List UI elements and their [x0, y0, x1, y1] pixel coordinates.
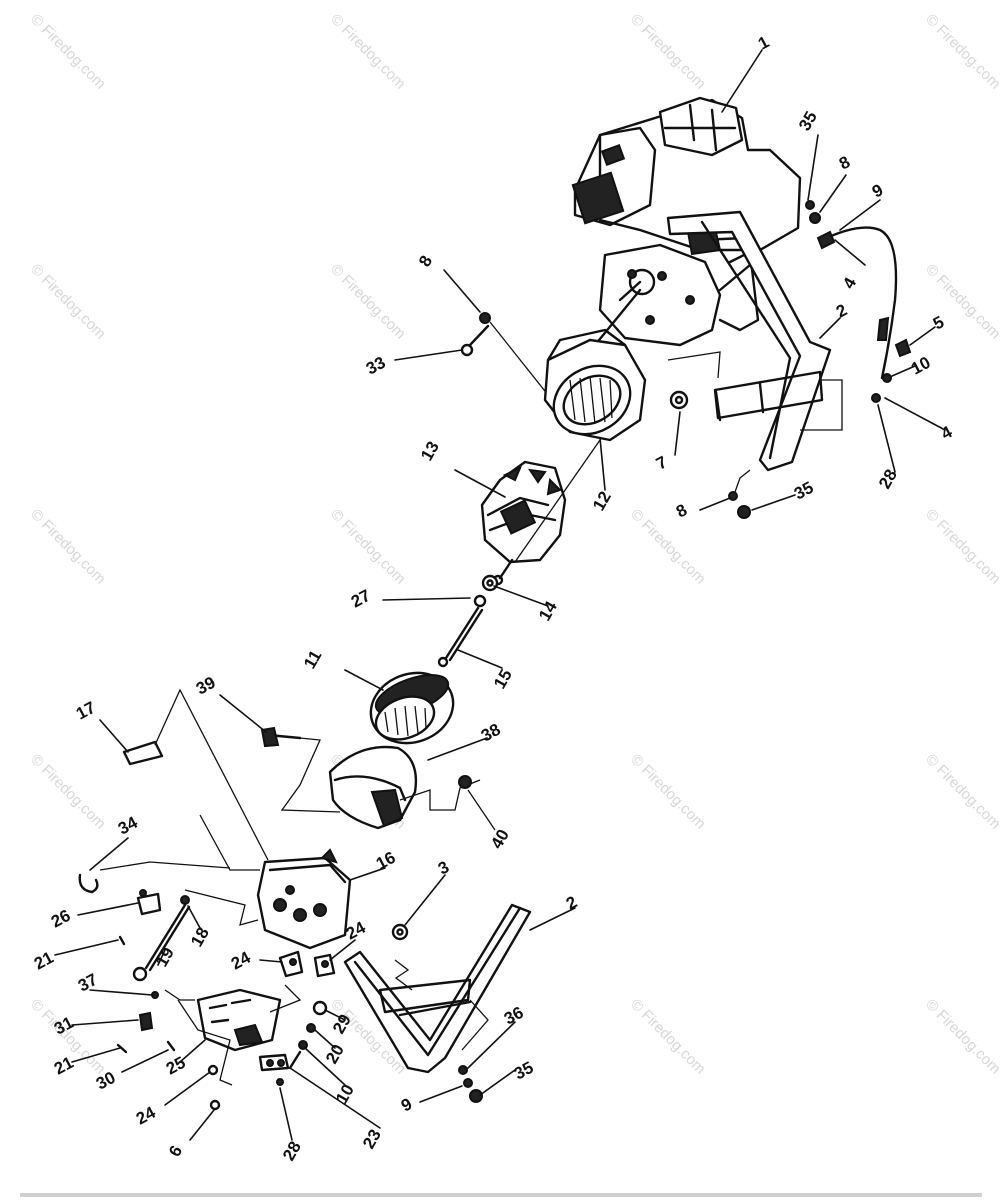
callout-35b: 35 [791, 478, 817, 504]
callout-12: 12 [589, 488, 615, 514]
callout-21b: 21 [51, 1053, 77, 1079]
stator-housing [543, 328, 647, 442]
callout-10: 10 [908, 353, 934, 379]
callout-8b: 8 [673, 500, 690, 521]
callout-4b: 4 [938, 422, 956, 443]
callout-20: 20 [322, 1041, 348, 1067]
callout-8: 8 [836, 152, 853, 173]
callout-4: 4 [839, 274, 860, 292]
rotor [480, 439, 601, 586]
watermark-text: © Firedog.com [627, 506, 709, 588]
exciter-ring [369, 671, 455, 745]
callout-23: 23 [359, 1126, 385, 1152]
brush-holder-assembly [116, 950, 336, 1111]
watermark-text: © Firedog.com [627, 11, 709, 93]
watermark-text: © Firedog.com [627, 996, 709, 1078]
callout-9: 9 [869, 180, 886, 201]
callout-19: 19 [152, 944, 178, 970]
left-hardware [78, 873, 191, 982]
watermark-text: © Firedog.com [922, 996, 1002, 1078]
callout-2: 2 [833, 300, 850, 321]
watermark-text: © Firedog.com [27, 11, 109, 93]
callout-8c: 8 [415, 252, 436, 270]
callout-18: 18 [187, 924, 213, 950]
frame-rail-upper [666, 210, 843, 493]
rotor-bolt [437, 574, 499, 668]
lower-hardware-stack [288, 923, 409, 1070]
watermark-text: © Firedog.com [922, 261, 1002, 343]
watermark-text: © Firedog.com [27, 506, 109, 588]
watermark-text: © Firedog.com [922, 11, 1002, 93]
callout-37: 36 [501, 1003, 527, 1029]
callout-35c: 35 [511, 1058, 537, 1084]
callout-16: 16 [373, 848, 399, 874]
callout-26: 26 [48, 906, 74, 932]
callout-35: 35 [795, 108, 821, 134]
callout-33: 33 [363, 353, 389, 379]
leader-lines [54, 49, 946, 1141]
callout-labels: 1 35 8 9 4 2 5 10 4 28 7 8 35 8 33 12 13… [31, 32, 956, 1164]
callout-13: 13 [417, 438, 443, 464]
watermark-text: © Firedog.com [327, 506, 409, 588]
callout-2b: 2 [563, 892, 580, 913]
watermark-text: © Firedog.com [627, 751, 709, 833]
callout-40: 40 [487, 826, 513, 852]
callout-3: 3 [435, 857, 452, 878]
callout-25: 25 [163, 1053, 189, 1079]
callout-17: 17 [73, 698, 99, 724]
callout-15: 15 [490, 666, 516, 692]
callout-9b: 9 [398, 1094, 415, 1115]
mount-hardware-upper [669, 390, 751, 519]
watermark-text: © Firedog.com [922, 506, 1002, 588]
callout-27: 27 [348, 586, 374, 612]
callout-6: 6 [165, 1142, 186, 1160]
callout-11: 11 [300, 647, 325, 672]
callout-21: 21 [31, 948, 57, 974]
callout-5: 5 [930, 312, 947, 333]
callout-1: 1 [755, 32, 772, 53]
callout-36: 37 [75, 970, 101, 996]
callout-34: 34 [115, 813, 141, 839]
frame-rail-lower [343, 903, 532, 1103]
callout-14: 14 [535, 598, 561, 624]
watermark-text: © Firedog.com [327, 261, 409, 343]
callout-28: 28 [875, 466, 901, 492]
callout-10b: 10 [332, 1081, 358, 1107]
callout-24c: 24 [133, 1103, 159, 1129]
watermark-text: © Firedog.com [922, 751, 1002, 833]
stator-bolt [460, 312, 561, 411]
watermark-text: © Firedog.com [27, 751, 109, 833]
watermark-text: © Firedog.com [27, 261, 109, 343]
callout-28b: 28 [279, 1138, 305, 1164]
control-box [99, 814, 352, 950]
callout-38: 38 [478, 720, 504, 746]
end-bell-band [260, 726, 496, 831]
bottom-rule [20, 1193, 982, 1197]
watermark-text: © Firedog.com [327, 11, 409, 93]
callout-24: 24 [228, 948, 254, 974]
callout-39: 39 [193, 673, 219, 699]
callout-7: 7 [653, 452, 670, 473]
cover-cap [122, 688, 269, 861]
ground-wire [805, 200, 912, 403]
